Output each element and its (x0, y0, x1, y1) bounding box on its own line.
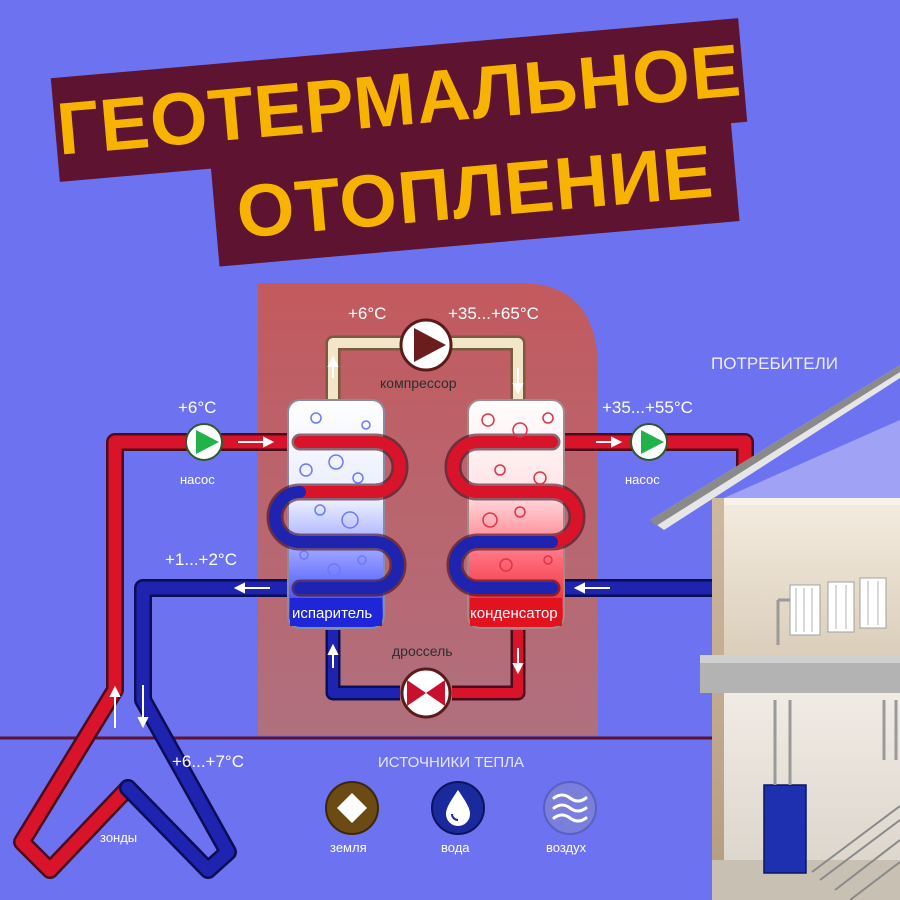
throttle-valve-icon (400, 667, 452, 719)
pump-right-label: насос (625, 472, 660, 487)
temp-right-pump: +35...+55°С (602, 398, 693, 417)
house (650, 365, 900, 900)
heat-sources-label: ИСТОЧНИКИ ТЕПЛА (378, 754, 525, 771)
evaporator-label: испаритель (292, 605, 373, 622)
condenser-bubbles (481, 412, 554, 572)
air-waves-icon (543, 781, 597, 835)
compressor-label: компрессор (380, 375, 457, 391)
source-air-label: воздух (546, 840, 587, 855)
boiler (763, 784, 807, 874)
condenser-coil (444, 433, 586, 597)
compressor-icon (399, 318, 453, 372)
evaporator-coil (266, 433, 409, 597)
flow-arrows (109, 355, 623, 729)
temp-compressor-in: +6°С (348, 304, 387, 323)
pump-right-icon (630, 423, 668, 461)
evaporator-tank (287, 399, 385, 629)
pump-left-icon (185, 423, 223, 461)
radiators (789, 577, 887, 636)
source-water-label: вода (441, 840, 470, 855)
temp-return-left: +1...+2°С (165, 550, 238, 569)
temp-left-pump: +6°С (178, 398, 217, 417)
temp-compressor-out: +35...+65°С (448, 304, 539, 323)
condenser-label: конденсатор (470, 605, 558, 622)
pump-left-label: насос (180, 472, 215, 487)
left-supply-pipe (13, 433, 312, 879)
probes-label: зонды (100, 830, 138, 845)
evaporator-bubbles (299, 412, 371, 577)
throttle-label: дроссель (392, 643, 453, 659)
source-earth-label: земля (330, 840, 367, 855)
water-drop-icon (431, 781, 485, 835)
temp-ground: +6...+7°С (172, 752, 245, 771)
earth-diamond-icon (325, 781, 379, 835)
consumers-label: ПОТРЕБИТЕЛИ (711, 354, 838, 373)
left-return-pipe (119, 579, 312, 879)
